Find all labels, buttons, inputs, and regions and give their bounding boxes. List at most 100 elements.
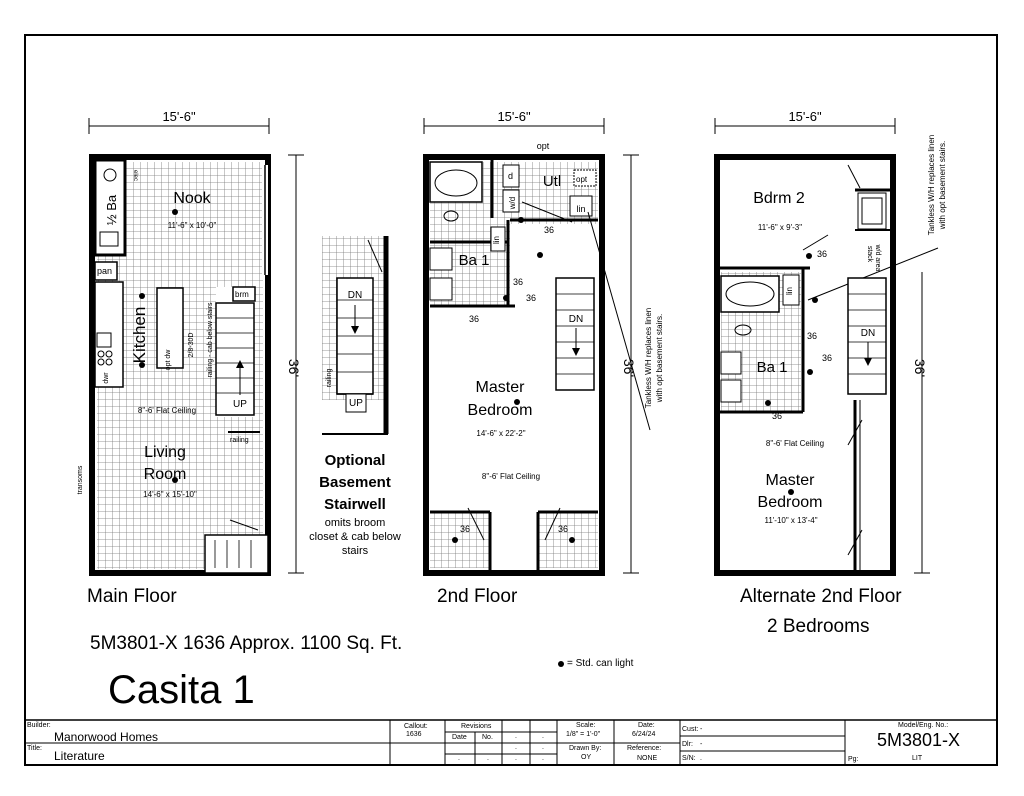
scale-label: Scale: [576, 722, 596, 729]
opt-stair-railing-label: railing [326, 369, 333, 388]
no-col-label: No. [482, 734, 493, 741]
drawn-by-value: OY [581, 754, 592, 761]
reference-label: Reference: [627, 745, 662, 752]
second-ceiling-label: 8"-6' Flat Ceiling [482, 472, 540, 481]
linen-bath-label: lin [492, 236, 501, 244]
bdrm2-label: Bdrm 2 [753, 190, 805, 207]
light-36-e: 36 [460, 524, 470, 534]
main-width-dimension: 15'-6" [162, 109, 196, 124]
model-line: 5M3801-X 1636 Approx. 1100 Sq. Ft. [90, 633, 403, 654]
date-col-label: Date [452, 734, 467, 741]
second-width-dimension: 15'-6" [497, 109, 531, 124]
alt-light-36-d: 36 [772, 411, 782, 421]
main-stair-up-label: UP [233, 399, 247, 410]
optional-title-line2: Basement [319, 474, 391, 491]
dlr-label: Dlr: [682, 741, 693, 748]
washer-dryer-label: w/d [508, 197, 517, 210]
revisions-label: Revisions [461, 723, 492, 730]
legend-text: = Std. can light [567, 658, 634, 669]
utility-opt-label: opt [576, 175, 588, 184]
railing-cab-label: railing - cab below stairs [207, 302, 214, 378]
main-ceiling-label: 8"-6' Flat Ceiling [138, 406, 196, 415]
main-floor-label: Main Floor [87, 586, 177, 607]
second-floor-label: 2nd Floor [437, 586, 518, 607]
half-bath-label: ½ Ba [104, 194, 119, 225]
light-36-f: 36 [558, 524, 568, 534]
light-36-c: 36 [526, 293, 536, 303]
opt-stair-up-label: UP [349, 398, 363, 409]
alt-note-line2: with opt basement stairs. [938, 141, 947, 230]
main-depth-dimension: 36' [286, 359, 302, 377]
alt-stair-dn-label: DN [861, 328, 875, 339]
dlr-value: - [700, 741, 703, 748]
alt-floor-sublabel: 2 Bedrooms [767, 616, 870, 637]
kitchen-label: Kitchen [130, 307, 149, 364]
sn-value: . [700, 755, 702, 762]
model-no-value: 5M3801-X [877, 730, 961, 750]
title-block-grid [25, 719, 997, 765]
opt-dw-label: opt dw [165, 349, 172, 371]
second-floor-plan: 15'-6" 36' opt d w/d Utl opt lin [423, 109, 664, 576]
title-value: Literature [54, 749, 105, 763]
rev-dot-4: . [542, 744, 544, 751]
living-label: Living [144, 444, 186, 461]
alternate-floor-plan: 15'-6" 36' Bdrm 2 11'-6" x 9'-3" stack w… [714, 109, 947, 576]
dryer-label: d [508, 171, 513, 181]
broom-closet-label: brm [235, 290, 249, 299]
rev-dot-3: . [515, 744, 517, 751]
rev-dot-6: . [487, 755, 489, 762]
elec-label: elec [132, 170, 138, 181]
opt-stair-dn-label: DN [348, 290, 362, 301]
living-size-label: 14'-6" x 15'-10" [143, 490, 197, 499]
rev-dot-2: . [542, 733, 544, 740]
title-label: Title: [27, 745, 42, 752]
wd-area-label: w/d area [874, 244, 881, 272]
optional-title-line1: Optional [324, 452, 386, 469]
builder-value: Manorwood Homes [54, 730, 159, 744]
alt-ceiling-label: 8"-6' Flat Ceiling [766, 439, 824, 448]
alt-width-dimension: 15'-6" [788, 109, 822, 124]
drawn-by-label: Drawn By: [569, 745, 602, 752]
alt-light-36-b: 36 [807, 331, 817, 341]
transoms-label: transoms [77, 465, 84, 494]
linen-label: lin [576, 204, 585, 214]
date-label: Date: [638, 722, 655, 729]
railing-label: railing [230, 437, 249, 444]
scale-value: 1/8" = 1'-0" [566, 731, 601, 738]
light-36-b: 36 [513, 277, 523, 287]
second-opt-top-label: opt [537, 141, 550, 151]
reference-value: NONE [637, 755, 658, 762]
callout-value: 1636 [406, 731, 422, 738]
callout-label: Callout: [404, 723, 428, 730]
room-label: Room [144, 466, 187, 483]
bdrm2-size-label: 11'-6" x 9'-3" [758, 223, 802, 232]
alt-master-size-label: 11'-10" x 13'-4" [764, 516, 817, 525]
rev-dot-5: . [458, 755, 460, 762]
optional-desc-line3: stairs [341, 545, 369, 557]
main-floor-plan: 15'-6" 36' ½ Ba elec pan dwr opt dw [77, 109, 304, 576]
optional-stairwell-plan: DN UP railing [322, 236, 389, 435]
rev-dot-7: . [515, 755, 517, 762]
alt-linen-label: lin [785, 287, 794, 295]
second-note-line1: Tankless W/H replaces linen [644, 308, 653, 408]
alt-note-line1: Tankless W/H replaces linen [927, 135, 936, 235]
second-master-label: Master [476, 379, 526, 396]
alt-depth-dimension: 36' [912, 359, 928, 377]
stack-label: stack [866, 246, 873, 263]
light-36-a: 36 [544, 225, 554, 235]
light-36-d: 36 [469, 314, 479, 324]
cust-value: - [700, 726, 703, 733]
plan-title: Casita 1 [108, 668, 255, 712]
nook-label: Nook [173, 190, 211, 207]
second-master-size-label: 14'-6" x 22'-2" [476, 429, 525, 438]
rev-dot-8: . [542, 755, 544, 762]
cust-label: Cust: [682, 726, 699, 733]
second-bedroom-label: Bedroom [468, 402, 533, 419]
utility-label: Utl [543, 173, 561, 190]
alt-floor-label: Alternate 2nd Floor [740, 586, 902, 607]
optional-title-line3: Stairwell [324, 496, 386, 513]
alt-light-36-c: 36 [822, 353, 832, 363]
island-dim-label: 2/8-30D [188, 333, 195, 358]
